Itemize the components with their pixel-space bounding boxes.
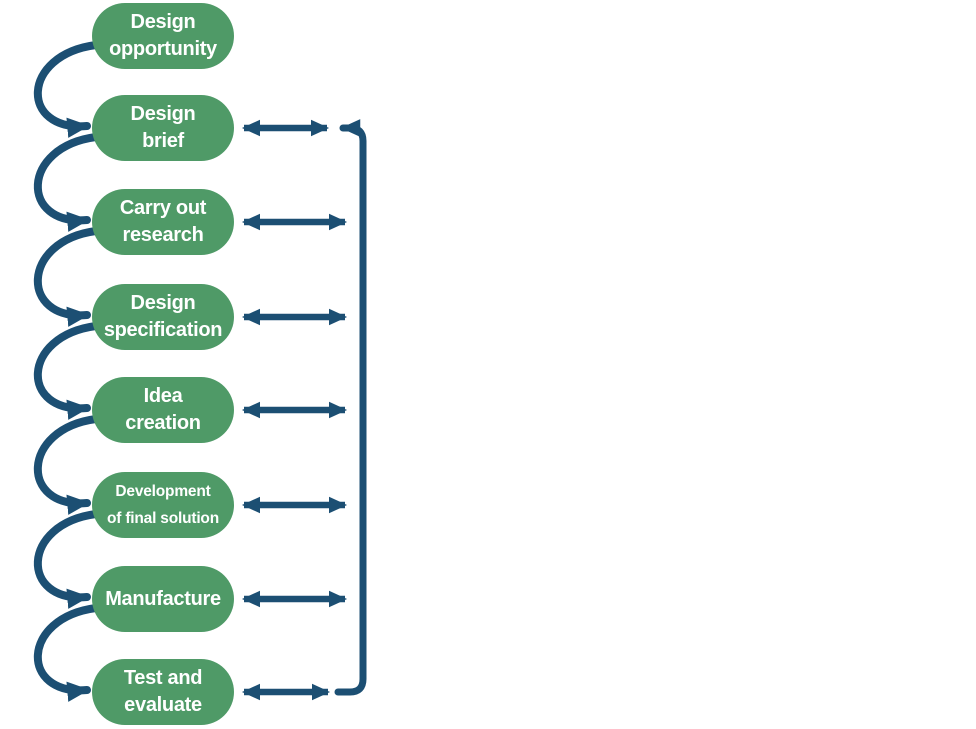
feedback-loop-line — [334, 119, 367, 696]
stage-pill-idea-creation: Idea creation — [92, 377, 234, 443]
stage-pill-test-and-evaluate: Test and evaluate — [92, 659, 234, 725]
stage-label-line: brief — [142, 130, 184, 152]
stage-pill-carry-out-research: Carry out research — [92, 189, 234, 255]
curved-arrow-idea-creation-to-development — [33, 415, 100, 515]
stage-label-line: Design — [130, 103, 196, 125]
stage-label-line: research — [122, 224, 204, 246]
stage-label-line: Test and — [123, 667, 203, 689]
stage-label-line: Development — [115, 483, 211, 500]
curved-arrow-carry-out-research-to-design-specification — [33, 227, 100, 327]
stage-label-line: creation — [125, 412, 201, 434]
stage-label-line: Design — [130, 292, 196, 314]
curved-arrow-design-specification-to-idea-creation — [33, 322, 100, 420]
stage-label-line: Idea — [143, 385, 183, 407]
stage-pill-design-specification: Design specification — [92, 284, 234, 350]
stage-pill-design-opportunity: Design opportunity — [92, 3, 234, 69]
stage-label-line: specification — [103, 319, 223, 341]
curved-arrow-development-to-manufacture — [33, 510, 100, 609]
stage-label-line: Manufacture — [105, 587, 221, 610]
stage-label-line: Design — [130, 11, 196, 33]
stage-label-line: Carry out — [119, 197, 207, 219]
stage-label-line: opportunity — [109, 38, 217, 60]
curved-arrow-design-brief-to-carry-out-research — [33, 133, 100, 232]
stage-pill-development-of-final-solution: Development of final solution — [92, 472, 234, 538]
stage-pill-design-brief: Design brief — [92, 95, 234, 161]
curved-arrow-manufacture-to-test-and-evaluate — [33, 604, 100, 702]
stage-label-line: evaluate — [124, 694, 202, 716]
stage-label-line: of final solution — [107, 510, 219, 527]
curved-arrow-design-opportunity-to-design-brief — [33, 41, 100, 138]
stage-pill-manufacture: Manufacture — [92, 566, 234, 632]
